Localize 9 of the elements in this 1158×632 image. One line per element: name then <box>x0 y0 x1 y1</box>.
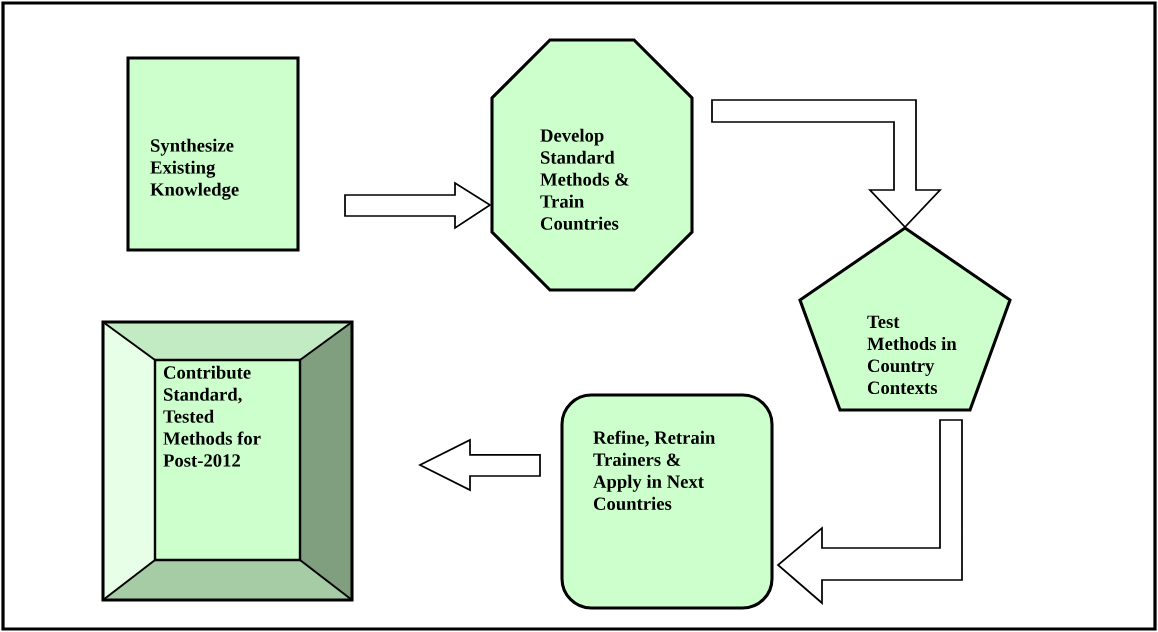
bevel-box: Contribute Standard, Tested Methods for Post-2012 <box>101 320 354 602</box>
block-arrow <box>344 181 492 230</box>
pentagon: Test Methods in Country Contexts <box>798 226 1012 412</box>
block-arrow <box>418 438 541 492</box>
square-box: Synthesize Existing Knowledge <box>126 56 300 252</box>
block-arrow <box>711 99 942 229</box>
block-arrow <box>776 419 963 605</box>
octagon: Develop Standard Methods & Train Countries <box>490 38 694 292</box>
rounded-box: Refine, Retrain Trainers & Apply in Next Countries <box>560 393 774 610</box>
